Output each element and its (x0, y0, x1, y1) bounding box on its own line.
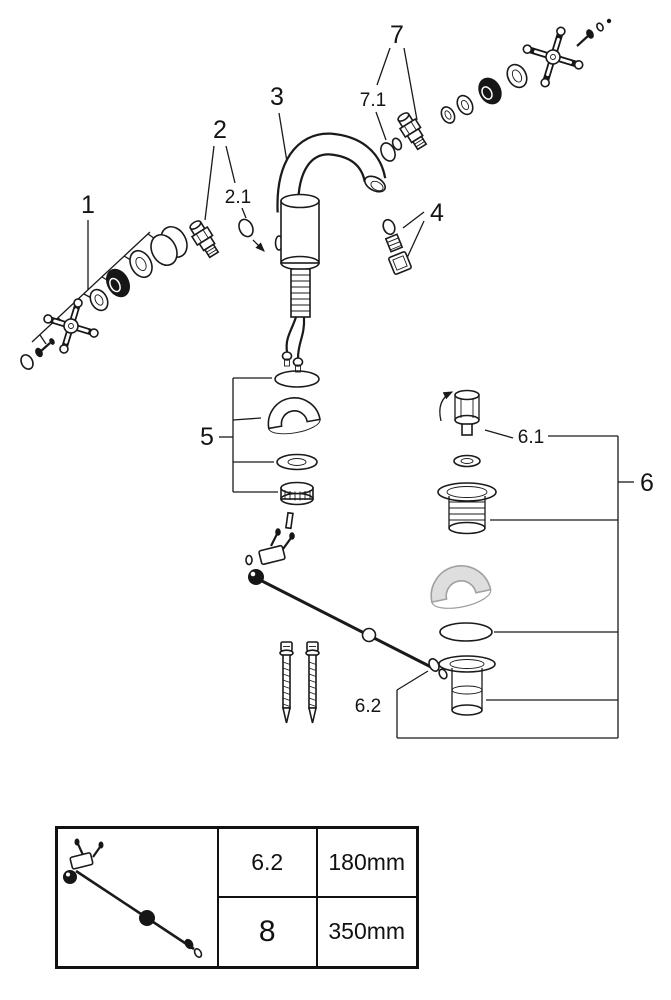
size-table-part-1: 6.2 (219, 829, 318, 898)
supply-hoses (281, 316, 306, 373)
rod-ball (361, 627, 377, 643)
part1-handle-assembly: 1 (20, 191, 188, 370)
part7-valve-cartridge (397, 112, 428, 151)
part2-valve-assembly: 2 2.1 (189, 116, 265, 259)
part7-washer (440, 106, 456, 124)
lift-rod-assembly (245, 511, 448, 680)
part5-washer (276, 453, 318, 471)
rod-clamp (245, 528, 295, 585)
part7-cross-handle (522, 26, 584, 88)
threaded-shank (290, 268, 311, 318)
part7-1-oring (380, 142, 396, 162)
part6-1-popup-plug (439, 389, 480, 436)
horizontal-rod (261, 579, 432, 669)
part7-cap-disc (506, 63, 528, 89)
rod-pin (285, 511, 294, 530)
ghost-clamp (430, 565, 492, 609)
callout-5: 5 (200, 423, 214, 451)
part5-mounting-nut (280, 481, 314, 506)
part6-washer (453, 454, 481, 468)
part7-valve-assembly: 7 7.1 (360, 18, 612, 162)
spout-outlet (364, 175, 386, 193)
part2-1-oring (238, 218, 254, 238)
part6-drain-flange (437, 482, 497, 535)
callout-2-1: 2.1 (225, 187, 251, 208)
rod-knob (248, 569, 264, 585)
callout-7: 7 (390, 21, 404, 49)
rotate-direction-arrow (439, 391, 454, 422)
part2-leader-lines (204, 145, 247, 221)
part7-disc (456, 94, 474, 116)
part1-escutcheon (150, 225, 188, 267)
part1-dome-cap (106, 268, 130, 298)
part1-screw (35, 338, 55, 358)
size-table-part-2: 8 (219, 897, 318, 966)
size-table: 6.2 180mm 8 350mm (55, 826, 419, 969)
aerator-housing (388, 251, 412, 275)
insert-direction-arrow (252, 239, 265, 252)
part3-faucet-body: 3 (270, 83, 387, 373)
size-table-thumbnail-cell (58, 829, 219, 966)
part6-drain-assembly: 6.1 6 6.2 (355, 389, 654, 739)
part5-mounting-set: 5 (200, 370, 321, 506)
part1-cross-handle (43, 298, 99, 354)
part2-valve-cartridge (189, 220, 220, 259)
part7-small-ring (391, 137, 403, 151)
exploded-diagram: 1 (20, 18, 654, 739)
lift-rod-thumbnail (63, 838, 203, 958)
aerator-ring (382, 218, 396, 236)
part5-oring (274, 370, 320, 388)
part4-leader-lines (402, 211, 425, 259)
part5-leader-lines (219, 377, 278, 493)
part7-screw (576, 18, 612, 47)
size-table-grid: 6.2 180mm 8 350mm (219, 829, 416, 966)
part1-disc (129, 249, 153, 279)
mounting-studs (279, 641, 320, 724)
callout-6: 6 (640, 469, 654, 497)
callout-1: 1 (81, 191, 95, 219)
part6-leader-lines (397, 429, 634, 739)
part4-aerator-assembly: 4 (382, 199, 444, 275)
size-table-length-1: 180mm (317, 829, 416, 898)
part6-2-leader-lines (396, 670, 429, 738)
part1-leader-lines (31, 220, 165, 345)
stud-left (279, 641, 294, 724)
callout-6-2: 6.2 (355, 696, 381, 717)
part7-leader-lines (375, 47, 418, 141)
part5-clamp (267, 397, 321, 435)
part1-plug-cap (20, 354, 34, 370)
stud-right (305, 641, 320, 724)
aerator-insert (384, 233, 404, 253)
callout-7-1: 7.1 (360, 90, 386, 111)
part7-dome-cap (478, 77, 502, 105)
callout-2: 2 (213, 116, 227, 144)
part6-oring (439, 622, 493, 642)
part1-washer (89, 288, 109, 312)
part6-tailpiece (438, 655, 496, 716)
callout-6-1: 6.1 (518, 427, 544, 448)
size-table-length-2: 350mm (328, 918, 406, 945)
callout-4: 4 (430, 199, 444, 227)
callout-3: 3 (270, 83, 284, 111)
